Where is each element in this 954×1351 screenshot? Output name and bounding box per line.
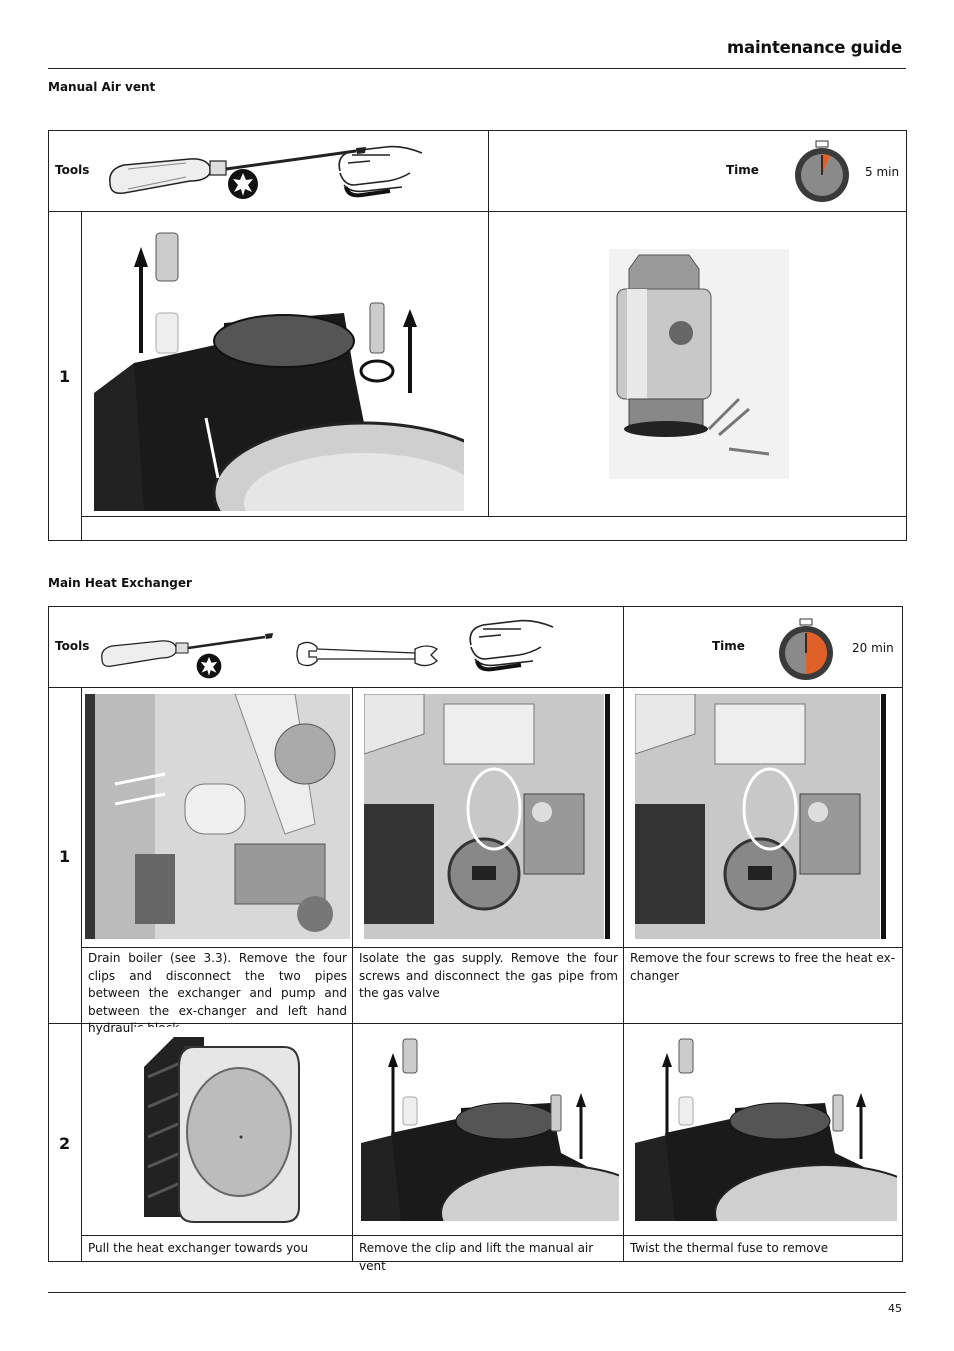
air-vent-removal-illustration	[94, 223, 464, 511]
step-caption: Pull the heat exchanger towards you	[88, 1241, 309, 1255]
thermal-fuse-illustration	[635, 1033, 897, 1221]
step-number-1: 1	[59, 847, 71, 866]
page-header-title: maintenance guide	[727, 38, 902, 57]
step-caption: Isolate the gas supply. Remove the four …	[359, 951, 618, 1000]
screwdriver-icon	[106, 139, 376, 209]
time-label: Time	[726, 163, 759, 177]
stopwatch-icon	[773, 617, 839, 683]
main-heat-exchanger-table: Tools Time	[48, 606, 903, 1273]
hand-icon	[461, 615, 561, 675]
footer-rule	[48, 1292, 906, 1293]
manual-air-vent-table: Tools Time 5 min 1	[48, 130, 907, 541]
gas-valve-illustration	[364, 694, 614, 939]
time-value: 5 min	[865, 165, 900, 179]
boiler-pipes-illustration	[85, 694, 350, 939]
air-vent-detail-illustration	[609, 249, 789, 479]
time-value: 20 min	[852, 641, 894, 655]
time-label: Time	[712, 639, 745, 653]
section-title-main-heat-exchanger: Main Heat Exchanger	[48, 576, 192, 590]
torx-bit-icon	[195, 652, 223, 680]
tools-label: Tools	[55, 163, 90, 177]
step-number: 1	[59, 367, 71, 386]
hand-icon	[330, 141, 430, 201]
heat-exchanger-pull-illustration	[134, 1027, 304, 1227]
section-title-manual-air-vent: Manual Air vent	[48, 80, 156, 94]
step-number-2: 2	[59, 1134, 71, 1153]
stopwatch-icon	[789, 139, 855, 205]
torx-bit-icon	[226, 167, 260, 201]
step-caption: Drain boiler (see 3.3). Remove the four …	[88, 951, 347, 1035]
manual-air-vent-lift-illustration	[361, 1033, 619, 1221]
header-rule	[48, 68, 906, 69]
step-caption: Twist the thermal fuse to remove	[630, 1241, 829, 1255]
tools-label: Tools	[55, 639, 90, 653]
heat-exchanger-screws-illustration	[635, 694, 890, 939]
screwdriver-icon	[99, 627, 279, 677]
page-number: 45	[888, 1302, 902, 1315]
step-caption: Remove the four screws to free the heat …	[630, 951, 896, 983]
step-caption: Remove the clip and lift the manual air …	[359, 1241, 594, 1273]
wrench-icon	[295, 637, 441, 673]
